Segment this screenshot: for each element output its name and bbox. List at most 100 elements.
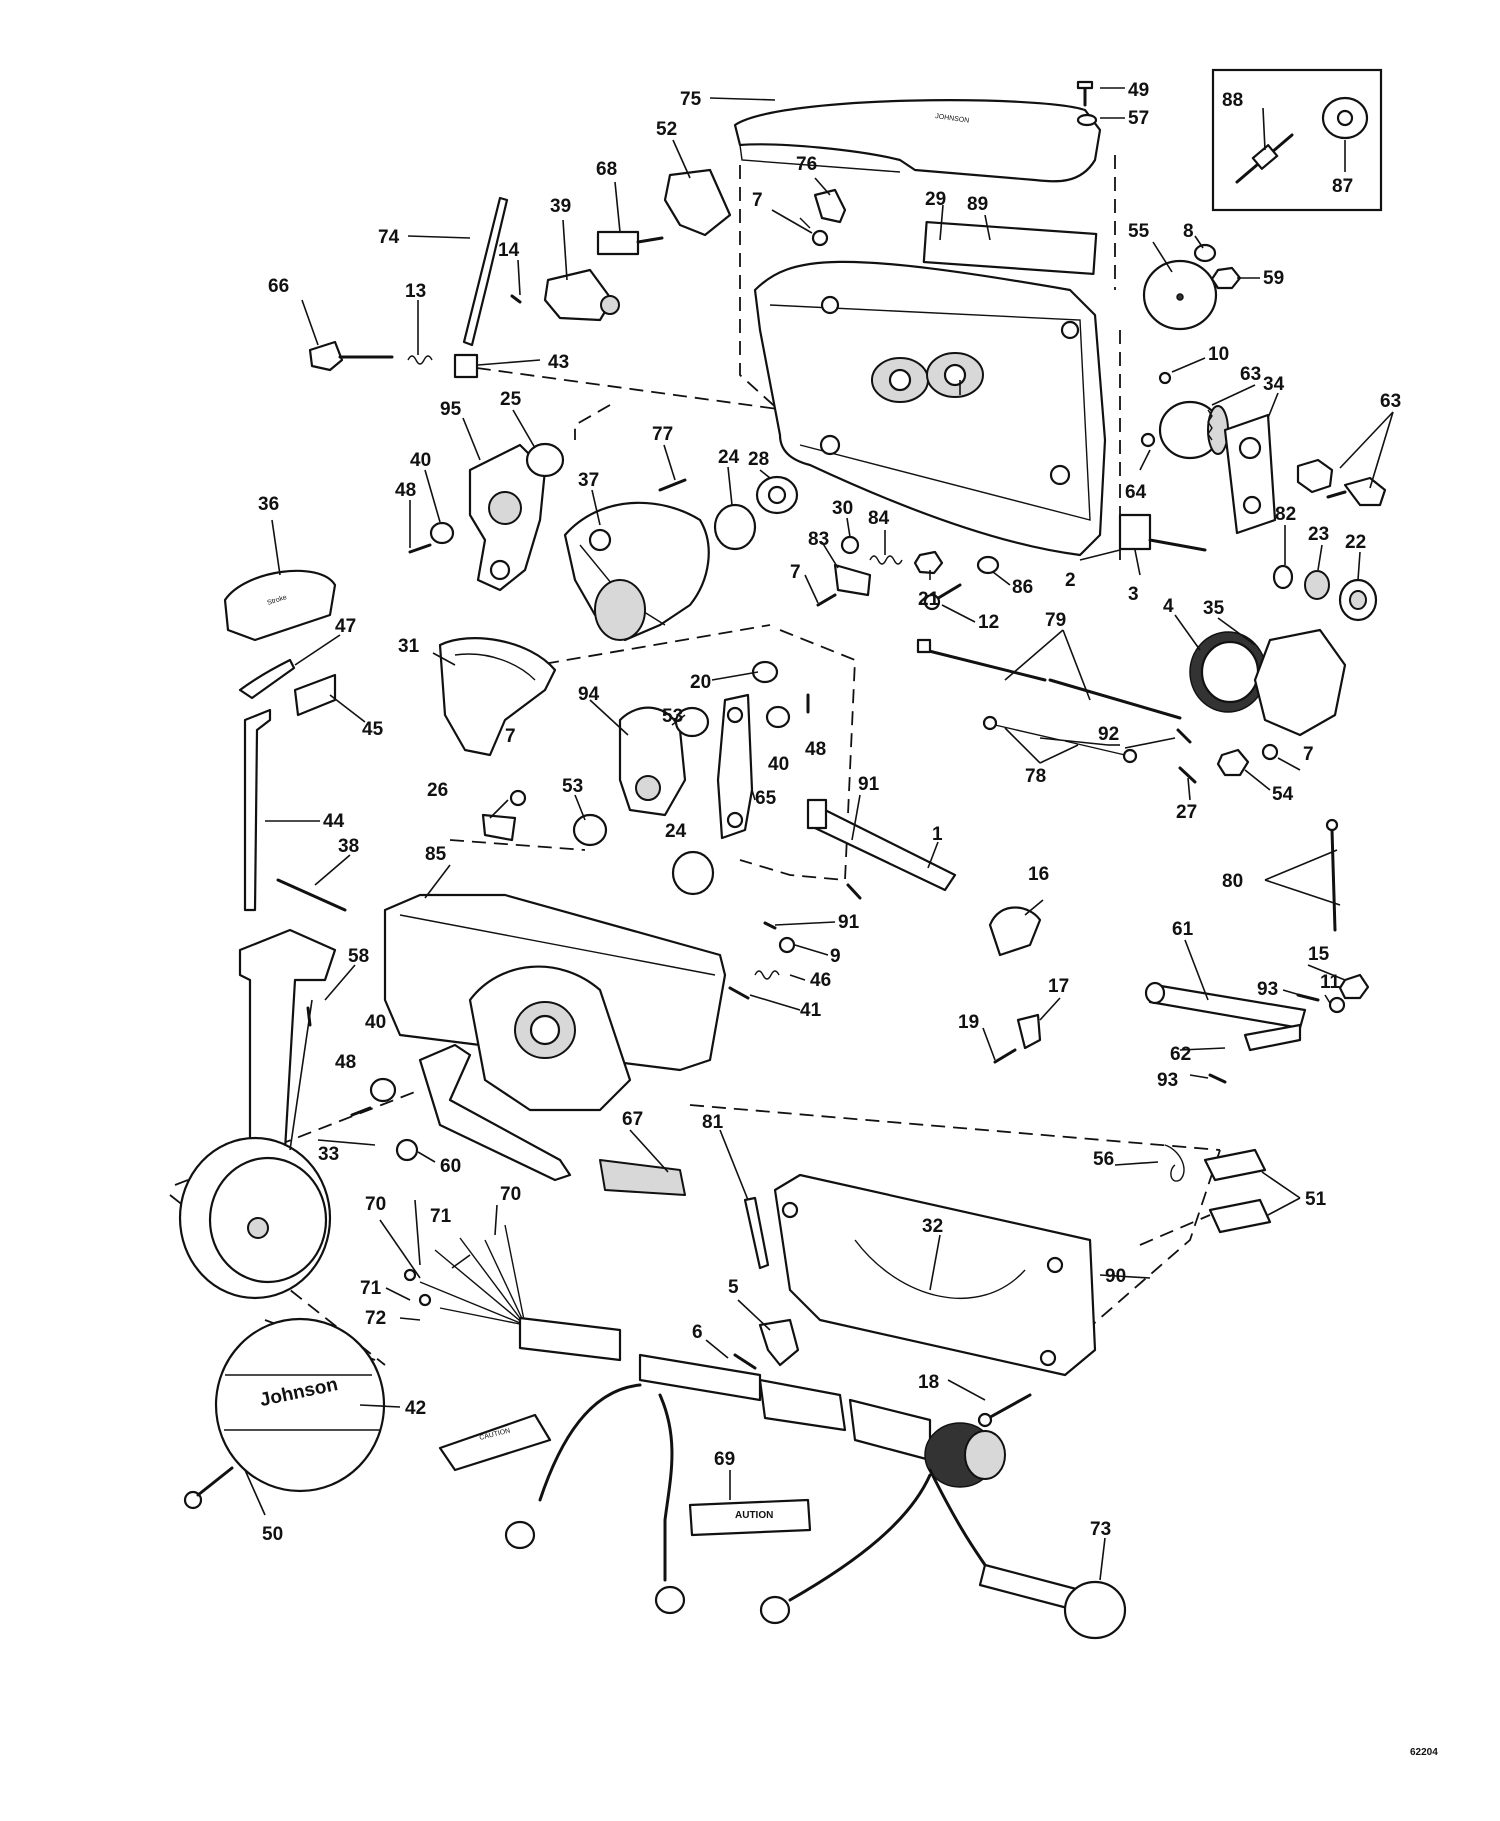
terminal-part-64 (1140, 432, 1156, 448)
callout-24-a: 24 (718, 447, 740, 468)
battery-lead-b (658, 1393, 674, 1582)
screw-part-18 (983, 1393, 1032, 1422)
callout-21: 21 (918, 589, 940, 610)
upper-cover-part (733, 99, 1102, 183)
callout-48-b: 48 (805, 739, 826, 760)
cover-label-part (922, 221, 1098, 275)
washer-part-8 (1193, 243, 1217, 263)
callout-27: 27 (1176, 802, 1197, 823)
callout-62: 62 (1170, 1044, 1191, 1065)
gauge-part-4 (1189, 631, 1267, 713)
shaft-part-1 (813, 803, 957, 892)
callout-74: 74 (378, 227, 400, 248)
link-part-65 (716, 693, 754, 840)
johnson-disc-part-42: Johnson (214, 1317, 386, 1493)
callout-80: 80 (1222, 871, 1243, 892)
spring-part-84 (869, 555, 903, 565)
nut-part-21 (913, 550, 944, 575)
callout-53-a: 53 (662, 706, 683, 727)
callout-67: 67 (622, 1109, 643, 1130)
washer-part-40-c (369, 1077, 397, 1103)
callout-58: 58 (348, 946, 369, 967)
clip-part-5 (758, 1318, 800, 1367)
bushing-part-25 (525, 442, 565, 478)
callout-19: 19 (958, 1012, 979, 1033)
callout-71-b: 71 (360, 1278, 382, 1299)
callout-72: 72 (365, 1308, 386, 1329)
rod-part-80 (1325, 818, 1339, 932)
ball-part-30 (840, 535, 860, 555)
pin-part-93 (1296, 993, 1320, 1002)
callout-28: 28 (748, 449, 769, 470)
callout-91-a: 91 (858, 774, 880, 795)
block-part-45 (293, 673, 337, 717)
plate-part-31 (438, 637, 557, 757)
washer-part-86 (976, 555, 1000, 575)
figure-code: 62204 (1410, 1747, 1438, 1758)
callout-23: 23 (1308, 524, 1329, 545)
knob-part-66 (308, 340, 394, 372)
switch-part-68 (596, 230, 664, 256)
callout-81: 81 (702, 1112, 724, 1133)
callout-57: 57 (1128, 108, 1149, 129)
screw-part-12 (923, 583, 962, 611)
screw-part-14 (510, 294, 522, 304)
callout-40-b: 40 (768, 754, 789, 775)
callout-32: 32 (922, 1216, 943, 1237)
screw-part-10 (1158, 371, 1172, 385)
bushing-part-53-b (572, 813, 608, 847)
screw-part-6 (733, 1353, 757, 1370)
callout-22: 22 (1345, 532, 1366, 553)
solenoid-part-39 (543, 268, 614, 322)
ball-part-9 (778, 936, 796, 954)
screw-part-19 (993, 1048, 1017, 1064)
washer-part-40 (429, 521, 455, 545)
callout-71-a: 71 (430, 1206, 452, 1227)
callout-56: 56 (1093, 1149, 1114, 1170)
cap-part-36 (223, 569, 337, 642)
callout-82: 82 (1275, 504, 1296, 525)
shaft-part-61 (1148, 983, 1307, 1030)
screw-part-38 (276, 878, 347, 912)
callout-87: 87 (1332, 176, 1353, 197)
strip-part-81 (743, 1196, 770, 1270)
callout-26: 26 (427, 780, 448, 801)
callout-8: 8 (1183, 221, 1194, 242)
callout-45: 45 (362, 719, 384, 740)
bracket-part-26 (481, 813, 517, 842)
callout-47: 47 (335, 616, 356, 637)
callout-7-c: 7 (1303, 744, 1314, 765)
block-part-43 (453, 353, 479, 379)
nut-part-15 (1338, 973, 1370, 1000)
callout-37: 37 (578, 470, 599, 491)
callout-29: 29 (925, 189, 946, 210)
callout-55: 55 (1128, 221, 1150, 242)
callout-70-a: 70 (365, 1194, 386, 1215)
callout-7-b: 7 (790, 562, 801, 583)
callout-14: 14 (498, 240, 520, 261)
spring-part-13 (407, 355, 433, 365)
callout-61: 61 (1172, 919, 1194, 940)
plate-part-67 (599, 1159, 686, 1196)
washer-part-82 (1272, 564, 1294, 590)
callout-94: 94 (578, 684, 600, 705)
pin-part-92 (1176, 728, 1192, 744)
handle-column-part-33 (238, 928, 337, 1152)
callout-33: 33 (318, 1144, 339, 1165)
callout-48-a: 48 (395, 480, 416, 501)
link-part-62 (1243, 1023, 1302, 1052)
harness-part (518, 1316, 622, 1362)
callout-73: 73 (1090, 1519, 1111, 1540)
ignition-switch-part-63 (1158, 400, 1229, 460)
callout-90: 90 (1105, 1266, 1126, 1287)
inset-box (1211, 68, 1383, 212)
callout-79: 79 (1045, 610, 1066, 631)
callout-24-b: 24 (665, 821, 687, 842)
bushing-part-24-b (671, 850, 715, 896)
callout-18: 18 (918, 1372, 939, 1393)
callout-52: 52 (656, 119, 677, 140)
callout-93-a: 93 (1257, 979, 1278, 1000)
screw-part-7 (799, 217, 829, 247)
callout-40-a: 40 (410, 450, 431, 471)
rod-part-44 (243, 708, 272, 912)
